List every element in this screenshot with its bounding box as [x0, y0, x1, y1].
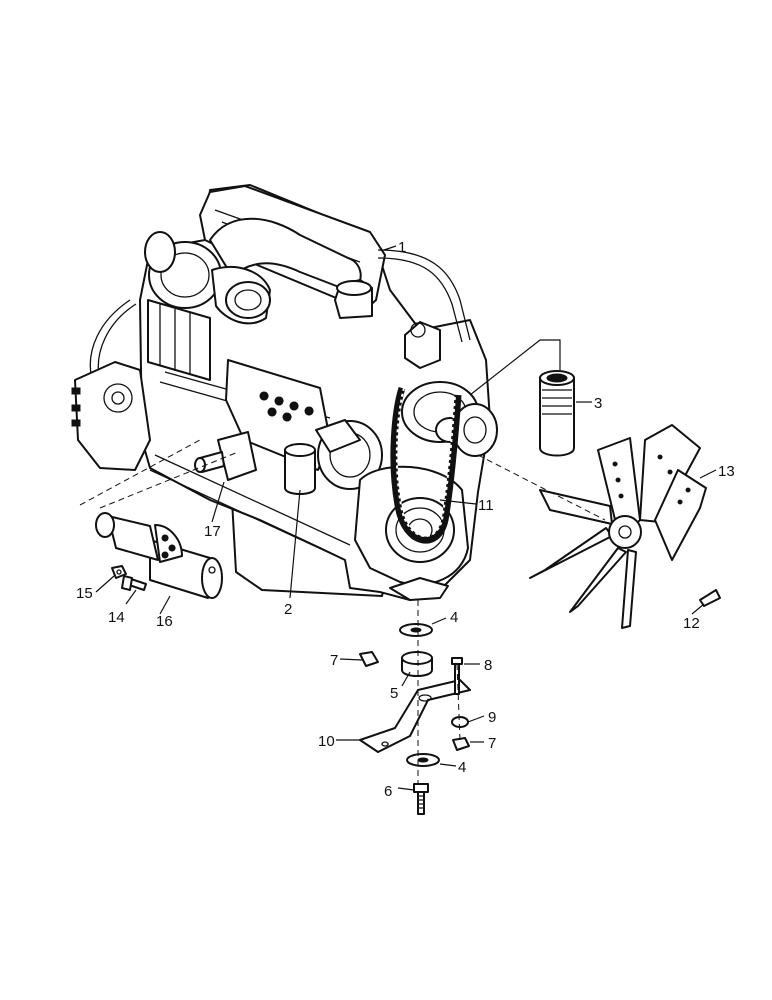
intake-manifold — [209, 217, 362, 293]
callout-2: 2 — [284, 601, 292, 618]
callout-3: 3 — [594, 395, 602, 412]
starter-motor — [95, 512, 223, 599]
callout-11: 11 — [478, 497, 494, 514]
engine-mount-assembly — [359, 600, 471, 815]
cooling-fan — [529, 424, 707, 629]
callout-6: 6 — [384, 783, 392, 800]
fuel-filter — [284, 449, 316, 495]
bolt-lower — [413, 783, 429, 793]
callout-4-lower: 4 — [458, 759, 466, 776]
callout-4-upper: 4 — [450, 609, 458, 626]
callout-5: 5 — [390, 685, 398, 702]
fan-blade — [539, 489, 613, 525]
engine-assembly — [71, 184, 498, 601]
nut-left — [359, 651, 379, 667]
callout-14: 14 — [108, 609, 125, 626]
starter-bolt — [121, 575, 147, 591]
bolt-upper — [451, 657, 463, 665]
mounting-bracket — [359, 679, 471, 753]
callout-labels: 1 2 3 4 4 5 6 7 7 8 9 10 11 12 13 14 15 … — [76, 239, 735, 800]
callout-15: 15 — [76, 585, 93, 602]
callout-7-right: 7 — [488, 735, 496, 752]
nut-right — [452, 737, 470, 751]
fan-blade — [654, 469, 707, 561]
drive-belt — [390, 386, 462, 544]
callout-9: 9 — [488, 709, 496, 726]
fan-blade — [529, 527, 613, 579]
callout-16: 16 — [156, 613, 173, 630]
callout-12: 12 — [683, 615, 700, 632]
injection-pump — [225, 359, 331, 471]
oil-filter-element — [539, 370, 575, 457]
callout-13: 13 — [718, 463, 735, 480]
callout-8: 8 — [484, 657, 492, 674]
fan-blade — [569, 547, 627, 613]
fan-hub — [608, 515, 642, 549]
starter-nut — [111, 565, 127, 579]
callout-7-left: 7 — [330, 652, 338, 669]
callout-10: 10 — [318, 733, 335, 750]
leader-lines — [95, 245, 717, 791]
fan-screw — [699, 589, 721, 607]
washer-small — [451, 716, 469, 728]
fan-blade — [621, 549, 637, 629]
callout-17: 17 — [204, 523, 221, 540]
flywheel-housing — [74, 361, 151, 471]
callout-1: 1 — [398, 239, 406, 256]
